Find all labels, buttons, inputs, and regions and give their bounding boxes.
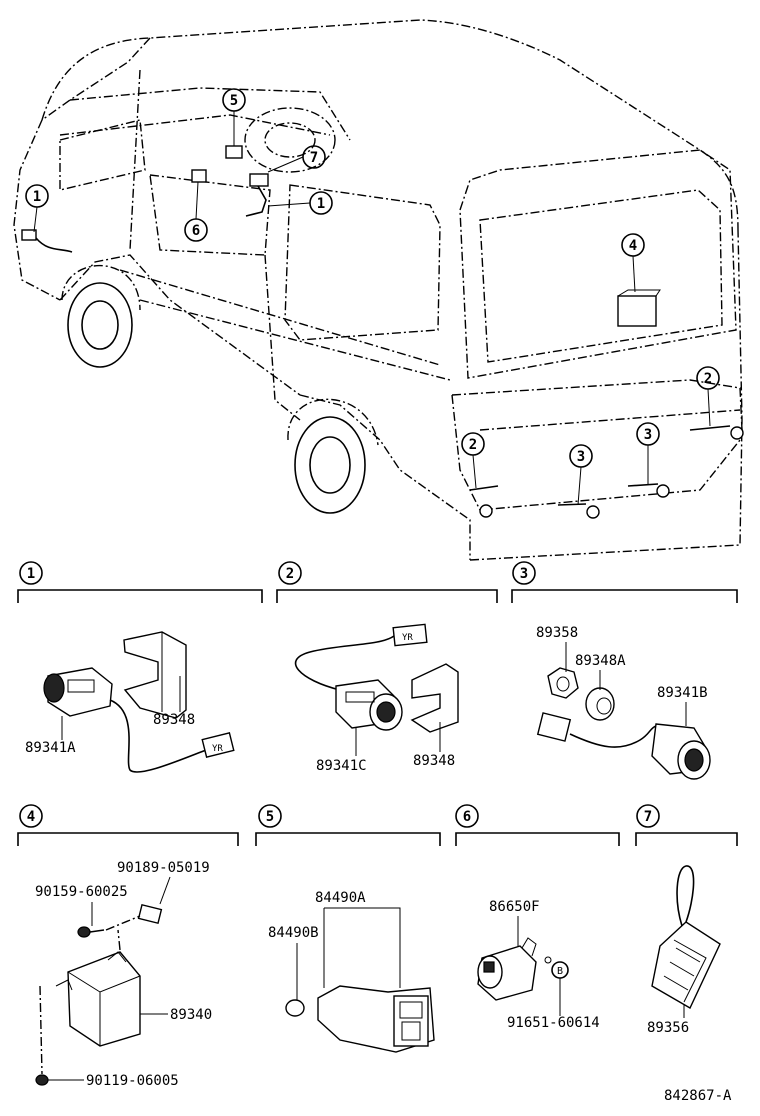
knob-84490b-drawing (285, 999, 305, 1017)
callout-2-left: 2 (461, 432, 485, 489)
part-90119-06005-label: 90119-06005 (86, 1073, 179, 1089)
section-1-parts: YR 89348 89341A (25, 631, 235, 773)
section-3-number: 3 (520, 566, 528, 582)
section-6-parts: 86650F B 91651-60614 (477, 899, 600, 1031)
bolt-90159-drawing (77, 926, 91, 938)
callout-3-left-label: 3 (577, 449, 585, 465)
callout-4-label: 4 (629, 238, 637, 254)
bracket-89348-drawing-2 (410, 663, 459, 733)
callout-2-right: 2 (696, 366, 720, 427)
part-89348-label-1: 89348 (153, 712, 195, 728)
van-callouts: 5 7 1 6 1 4 2 (25, 88, 720, 506)
part-89356-label: 89356 (647, 1020, 689, 1036)
bolt-90119-drawing (35, 1074, 49, 1086)
callout-4: 4 (621, 233, 645, 293)
section-4-number: 4 (27, 809, 35, 825)
section-5-number: 5 (266, 809, 274, 825)
van-illustration (13, 19, 744, 561)
ecu-89340-drawing (67, 951, 141, 1047)
section-headers: 1 2 3 4 5 6 7 (17, 561, 738, 846)
callout-7: 7 (267, 145, 326, 173)
section-4-parts: 90189-05019 90159-60025 89340 90119-0600… (35, 860, 212, 1089)
part-84490b-label: 84490B (268, 925, 319, 941)
callout-1-cab: 1 (267, 191, 333, 215)
callout-3-right-label: 3 (644, 427, 652, 443)
callout-7-label: 7 (310, 150, 318, 166)
callout-3-right: 3 (636, 422, 660, 484)
connector-yr-label-2: YR (402, 633, 413, 643)
section-7-number: 7 (644, 809, 652, 825)
callout-1-front: 1 (25, 184, 49, 233)
callout-5-label: 5 (230, 93, 238, 109)
part-90159-60025-label: 90159-60025 (35, 884, 128, 900)
part-89358-label: 89358 (536, 625, 578, 641)
part-89341c-label: 89341C (316, 758, 367, 774)
section-1-number: 1 (27, 566, 35, 582)
callout-2-right-label: 2 (704, 371, 712, 387)
callout-6-label: 6 (192, 223, 200, 239)
part-89341a-label: 89341A (25, 740, 76, 756)
part-91651-60614-label: 91651-60614 (507, 1015, 600, 1031)
section-2-number: 2 (286, 566, 294, 582)
section-7-parts: 89356 (647, 865, 721, 1036)
bracket-89348-drawing (123, 631, 187, 719)
callout-5: 5 (222, 88, 246, 146)
section-3-parts: 89358 89348A 89341B (536, 625, 711, 780)
callout-3-left: 3 (569, 444, 593, 506)
part-89348-label-2: 89348 (413, 753, 455, 769)
collar-89348a-drawing (585, 687, 615, 721)
nut-90189-drawing (137, 903, 163, 925)
bolt-marker-b: B (557, 966, 563, 977)
part-86650f-label: 86650F (489, 899, 540, 915)
section-2-parts: YR 89341C 89348 (294, 623, 459, 774)
callout-1-front-label: 1 (33, 189, 41, 205)
callout-1-cab-label: 1 (317, 196, 325, 212)
callout-2-left-label: 2 (469, 437, 477, 453)
section-6-number: 6 (463, 809, 471, 825)
part-89340-label: 89340 (170, 1007, 212, 1023)
nut-89358-drawing (547, 667, 579, 699)
part-89348a-label: 89348A (575, 653, 626, 669)
connector-yr-label-1: YR (212, 744, 223, 754)
part-90189-05019-label: 90189-05019 (117, 860, 210, 876)
section-5-parts: 84490A 84490B (268, 890, 435, 1053)
part-89341b-label: 89341B (657, 685, 708, 701)
callout-6: 6 (184, 181, 208, 242)
diagram-id: 842867-A (664, 1088, 732, 1104)
part-84490a-label: 84490A (315, 890, 366, 906)
label-89356-drawing (651, 921, 721, 1009)
